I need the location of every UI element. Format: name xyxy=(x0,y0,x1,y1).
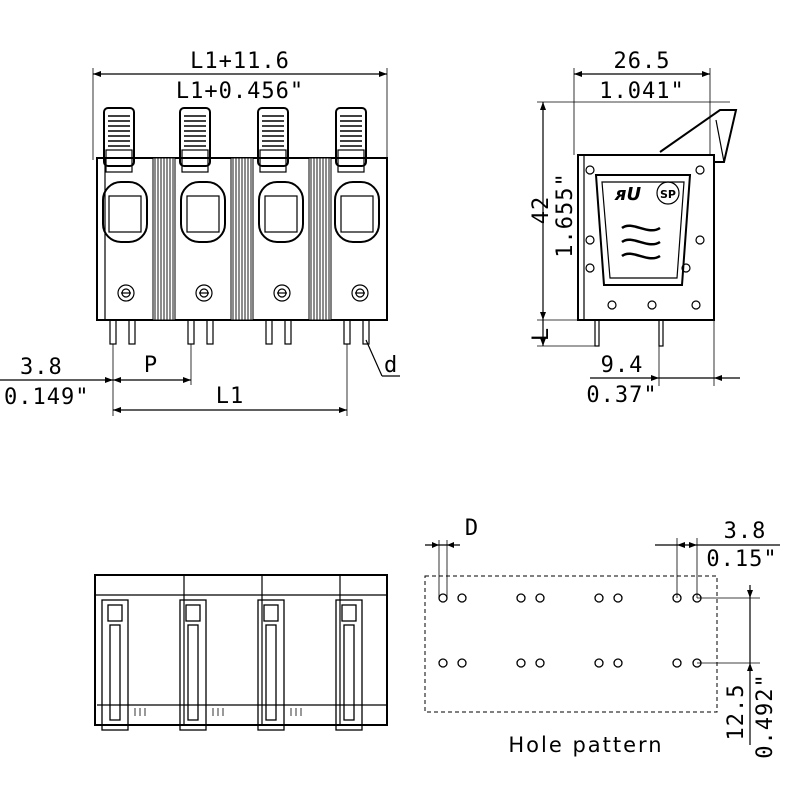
svg-text:SP: SP xyxy=(660,188,676,201)
overall-length-in: L1+0.456" xyxy=(176,79,304,104)
top-slots xyxy=(101,599,363,731)
pin-offset-mm: 9.4 xyxy=(601,353,644,378)
top-view xyxy=(94,574,388,731)
hole-pattern: D 3.8 0.15" 12.5 0.492" Hole pattern xyxy=(424,516,780,759)
csa-mark-icon: SP xyxy=(656,181,680,205)
offset-mm: 3.8 xyxy=(20,355,63,380)
side-holes xyxy=(585,165,705,310)
pole-4 xyxy=(334,107,380,302)
top-serration xyxy=(134,708,302,716)
edge-distance-mm: 3.8 xyxy=(724,519,767,544)
holes xyxy=(438,593,702,668)
height-in: 1.655" xyxy=(553,172,578,257)
ribbed-sections xyxy=(152,157,332,321)
height-mm: 42 xyxy=(529,196,554,225)
pin-offset-in: 0.37" xyxy=(586,383,657,408)
pin-diameter-label: d xyxy=(384,353,398,378)
edge-distance-in: 0.15" xyxy=(706,547,777,572)
row-spacing-mm: 12.5 xyxy=(724,684,749,741)
hole-pattern-caption: Hole pattern xyxy=(508,733,663,757)
width-mm: 26.5 xyxy=(614,49,671,74)
width-in: 1.041" xyxy=(599,79,684,104)
svg-text:ᴙU: ᴙU xyxy=(614,184,642,205)
pitch-label: P xyxy=(144,353,158,378)
overall-length-mm: L1+11.6 xyxy=(190,49,290,74)
length-label: L1 xyxy=(216,384,245,409)
brand-logo-icon xyxy=(621,224,661,260)
front-view: L1+11.6 L1+0.456" xyxy=(0,49,400,416)
pole-1 xyxy=(102,107,148,302)
hole-diameter-label: D xyxy=(465,516,479,541)
offset-in: 0.149" xyxy=(4,385,89,410)
pins xyxy=(109,319,370,345)
ul-mark-icon: ᴙU xyxy=(614,184,642,205)
side-view: 26.5 1.041" ᴙU SP xyxy=(529,49,740,408)
row-spacing-in: 0.492" xyxy=(753,673,778,758)
pole-3 xyxy=(257,107,304,302)
pole-2 xyxy=(179,107,226,302)
pin-length-label: L xyxy=(529,327,554,341)
